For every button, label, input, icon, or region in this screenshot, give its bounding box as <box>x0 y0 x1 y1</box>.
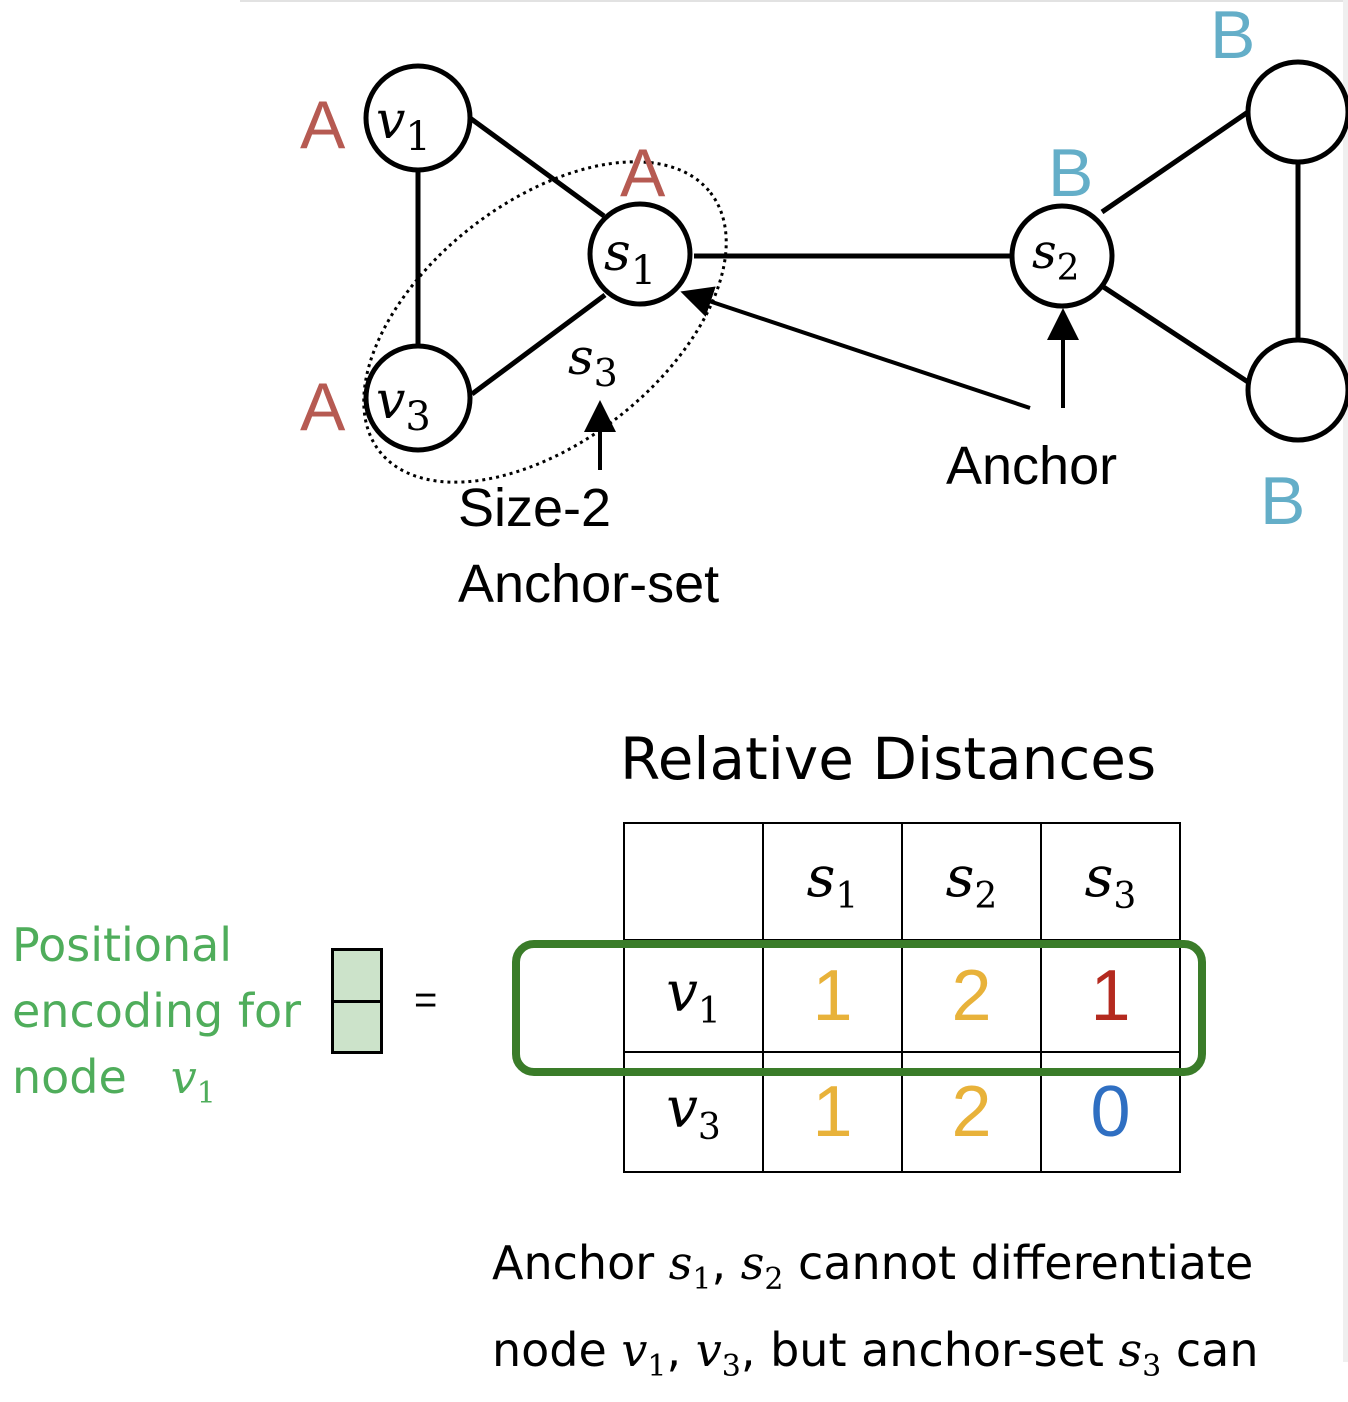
arrow-to-s1 <box>680 286 1031 410</box>
size2-label-line1: Size-2 <box>458 478 611 538</box>
node-v3 <box>363 343 473 453</box>
table-row-v1: v1 1 2 1 <box>623 939 1181 1053</box>
col-var: s <box>1084 845 1114 911</box>
vector-divider <box>334 999 380 1003</box>
cell-value: 2 <box>951 956 992 1036</box>
col-sub: 2 <box>974 876 998 918</box>
caption-line1: Anchor s1, s2 cannot differentiate <box>492 1228 1259 1315</box>
graph-diagram: v1 v3 s1 s2 s3 A A A B B B Size-2 Anchor… <box>300 0 1348 614</box>
caption-sub: 1 <box>647 1349 667 1385</box>
table-title: Relative Distances <box>620 725 1157 793</box>
row-sub: 1 <box>697 991 721 1033</box>
cell-v1-s3: 1 <box>1040 939 1181 1053</box>
pe-node-word: node <box>12 1050 127 1104</box>
edge-s2-bbottom <box>1100 283 1250 385</box>
cell-value: 1 <box>812 1072 853 1152</box>
caption-text: can <box>1161 1323 1259 1378</box>
group-label-v3: A <box>300 369 346 445</box>
pe-node-var: v <box>170 1050 197 1104</box>
pe-line1: Positional <box>12 918 233 972</box>
caption-sub: 3 <box>721 1349 741 1385</box>
caption-var: s <box>740 1236 765 1290</box>
node-v1-label: v1 <box>376 91 431 160</box>
cell-value: 1 <box>812 956 853 1036</box>
col-var: s <box>806 845 836 911</box>
edge-v1-s1 <box>468 115 606 219</box>
anchor-set-ellipse <box>362 160 728 484</box>
cell-value: 2 <box>951 1072 992 1152</box>
caption-text: cannot differentiate <box>783 1236 1254 1290</box>
row-header-v3: v3 <box>623 1051 764 1173</box>
group-label-s2: B <box>1048 135 1093 211</box>
col-sub: 3 <box>1113 876 1137 918</box>
table-corner-cell <box>623 822 764 941</box>
cell-v3-s2: 2 <box>901 1051 1042 1173</box>
row-var: v <box>666 1075 698 1141</box>
caption-var: v <box>621 1323 648 1378</box>
encoding-vector <box>331 948 383 1054</box>
caption-sub: 3 <box>1142 1349 1162 1385</box>
node-s1-label: s1 <box>604 223 656 294</box>
edges <box>415 109 1301 397</box>
group-label-s1: A <box>620 135 666 211</box>
size2-label-line2: Anchor-set <box>458 554 719 614</box>
col-header-s3: s3 <box>1040 822 1181 941</box>
positional-encoding-label: Positional encoding for node v1 <box>12 912 301 1127</box>
equals-sign: = <box>414 978 438 1022</box>
right-border <box>1343 0 1348 1362</box>
top-border <box>240 0 1348 2</box>
caption: Anchor s1, s2 cannot differentiate node … <box>492 1228 1259 1402</box>
node-v3-label: v3 <box>376 371 431 440</box>
caption-sub: 1 <box>692 1262 712 1298</box>
table-header-row: s1 s2 s3 <box>623 822 1181 941</box>
node-s2 <box>1009 203 1115 309</box>
caption-var: s <box>1118 1323 1143 1378</box>
cell-v1-s1: 1 <box>762 939 903 1053</box>
group-label-b-bottom: B <box>1260 463 1305 539</box>
table-row-v3: v3 1 2 0 <box>623 1051 1181 1173</box>
caption-sub: 2 <box>764 1262 784 1298</box>
caption-text: , <box>711 1236 741 1290</box>
group-label-v1: A <box>300 87 346 163</box>
pe-node-sub: 1 <box>196 1076 216 1112</box>
anchor-set-label: s3 <box>568 328 618 395</box>
distance-table: s1 s2 s3 v1 1 2 1 v3 1 2 0 <box>623 822 1181 1173</box>
node-b-bottom <box>1245 337 1348 443</box>
group-label-b-top: B <box>1210 0 1255 73</box>
cell-value: 0 <box>1090 1072 1131 1152</box>
node-s2-label: s2 <box>1032 224 1080 289</box>
node-v1 <box>363 63 473 173</box>
caption-text: Anchor <box>492 1236 669 1290</box>
row-sub: 3 <box>697 1107 721 1149</box>
caption-text: node <box>492 1323 622 1378</box>
caption-text: , but anchor-set <box>740 1323 1119 1378</box>
col-var: s <box>945 845 975 911</box>
caption-var: s <box>668 1236 693 1290</box>
edge-s2-btop <box>1100 109 1250 215</box>
caption-text: , <box>666 1323 696 1378</box>
caption-line2: node v1, v3, but anchor-set s3 can <box>492 1315 1259 1402</box>
col-header-s2: s2 <box>901 822 1042 941</box>
col-sub: 1 <box>835 876 859 918</box>
col-header-s1: s1 <box>762 822 903 941</box>
cell-value: 1 <box>1090 956 1131 1036</box>
cell-v1-s2: 2 <box>901 939 1042 1053</box>
caption-var: v <box>695 1323 722 1378</box>
edge-v3-s1 <box>470 292 607 397</box>
node-b-top <box>1245 59 1348 165</box>
pe-line2: encoding for <box>12 984 302 1038</box>
anchor-label: Anchor <box>946 436 1117 496</box>
row-var: v <box>666 959 698 1025</box>
row-header-v1: v1 <box>623 939 764 1053</box>
node-s1 <box>587 201 693 307</box>
pe-line3: node v1 <box>12 1044 301 1127</box>
cell-v3-s3: 0 <box>1040 1051 1181 1173</box>
cell-v3-s1: 1 <box>762 1051 903 1173</box>
